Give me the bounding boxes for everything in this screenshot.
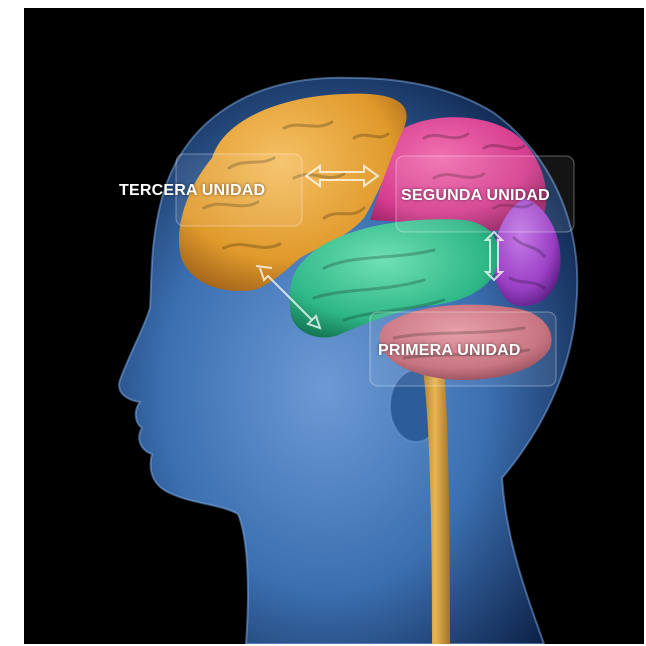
head-brain-svg xyxy=(24,8,644,644)
tercera-unidad-label: TERCERA UNIDAD xyxy=(119,182,265,200)
brain-illustration: TERCERA UNIDAD SEGUNDA UNIDAD PRIMERA UN… xyxy=(24,8,644,644)
segunda-unidad-label: SEGUNDA UNIDAD xyxy=(401,187,550,205)
primera-unidad-label: PRIMERA UNIDAD xyxy=(378,342,521,360)
